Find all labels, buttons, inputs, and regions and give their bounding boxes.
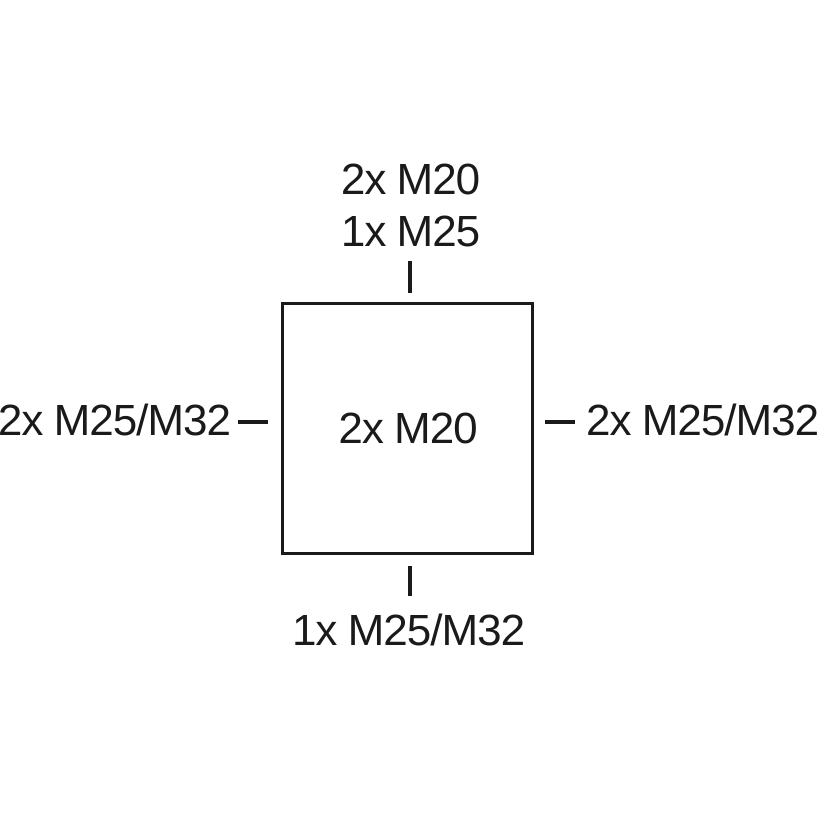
bottom-connector-line — [408, 566, 412, 596]
left-entry-label: 2x M25/M32 — [0, 396, 231, 445]
center-label: 2x M20 — [338, 403, 477, 453]
top-entry-labels: 2x M20 1x M25 — [340, 154, 480, 258]
top-entry-label-line1: 2x M20 — [340, 155, 480, 204]
junction-box-outline: 2x M20 — [281, 302, 534, 555]
top-entry-label-line2: 1x M25 — [340, 207, 480, 256]
right-entry-label: 2x M25/M32 — [586, 396, 819, 445]
left-connector-line — [238, 420, 268, 424]
right-connector-line — [545, 420, 575, 424]
bottom-entry-label: 1x M25/M32 — [291, 606, 525, 655]
top-connector-line — [408, 261, 412, 293]
